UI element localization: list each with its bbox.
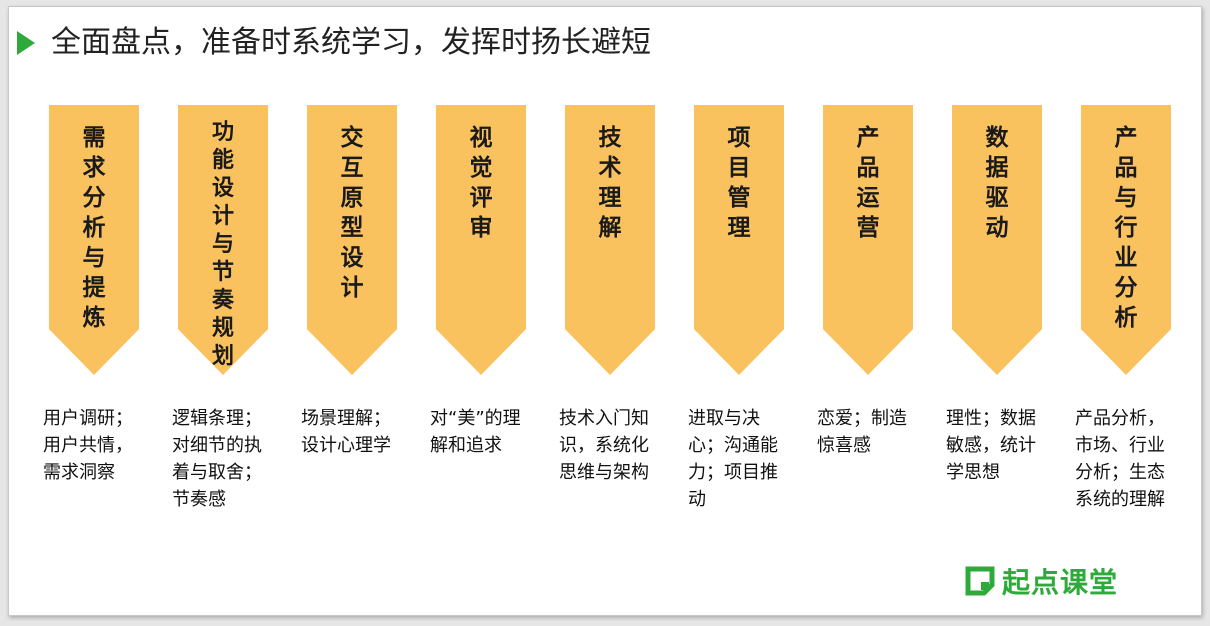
- chevron-shape: 需求分析与提炼: [49, 105, 139, 375]
- brand-logo: 起点课堂: [964, 561, 1118, 601]
- column-description: 场景理解；设计心理学: [301, 408, 391, 456]
- slide: 全面盘点，准备时系统学习，发挥时扬长避短 需求分析与提炼 用户调研；用户共情，需…: [8, 6, 1202, 616]
- chevron-label: 技术理解: [598, 125, 622, 241]
- column-description: 用户调研；用户共情，需求洞察: [43, 408, 133, 483]
- column-description: 技术入门知识，系统化思维与架构: [559, 408, 649, 483]
- title-bullet-triangle-icon: [17, 31, 35, 55]
- column-description: 产品分析，市场、行业分析；生态系统的理解: [1075, 408, 1165, 510]
- column-7: 产品运营 恋爱；制造惊喜感: [817, 105, 923, 456]
- column-5: 技术理解 技术入门知识，系统化思维与架构: [559, 105, 665, 483]
- column-2: 功能设计与节奏规划 逻辑条理；对细节的执着与取舍；节奏感: [172, 105, 278, 510]
- chevron-shape: 产品运营: [823, 105, 913, 375]
- chevron-shape: 数据驱动: [952, 105, 1042, 375]
- column-description: 对“美”的理解和追求: [430, 408, 521, 456]
- column-9: 产品与行业分析 产品分析，市场、行业分析；生态系统的理解: [1075, 105, 1181, 510]
- column-3: 交互原型设计 场景理解；设计心理学: [301, 105, 407, 456]
- chevron-label: 功能设计与节奏规划: [211, 120, 234, 369]
- column-4: 视觉评审 对“美”的理解和追求: [430, 105, 536, 456]
- chevron-shape: 产品与行业分析: [1081, 105, 1171, 375]
- chevron-shape: 功能设计与节奏规划: [178, 105, 268, 375]
- chevron-label: 数据驱动: [985, 125, 1009, 241]
- chevron-label: 产品运营: [856, 125, 880, 241]
- column-6: 项目管理 进取与决心；沟通能力；项目推动: [688, 105, 794, 510]
- column-description: 理性；数据敏感，统计学思想: [946, 408, 1036, 483]
- chevron-label: 产品与行业分析: [1114, 125, 1138, 331]
- chevron-label: 视觉评审: [469, 125, 493, 241]
- chevron-shape: 视觉评审: [436, 105, 526, 375]
- column-description: 进取与决心；沟通能力；项目推动: [688, 408, 778, 510]
- chevron-shape: 交互原型设计: [307, 105, 397, 375]
- chevron-label: 项目管理: [727, 125, 751, 241]
- column-description: 恋爱；制造惊喜感: [817, 408, 907, 456]
- qidian-logo-icon: [964, 565, 996, 597]
- logo-text: 起点课堂: [1002, 566, 1119, 599]
- chevron-shape: 技术理解: [565, 105, 655, 375]
- chevron-shape: 项目管理: [694, 105, 784, 375]
- column-description: 逻辑条理；对细节的执着与取舍；节奏感: [172, 408, 262, 510]
- column-8: 数据驱动 理性；数据敏感，统计学思想: [946, 105, 1052, 483]
- chevron-label: 交互原型设计: [340, 125, 364, 301]
- column-1: 需求分析与提炼 用户调研；用户共情，需求洞察: [43, 105, 149, 483]
- chevron-label: 需求分析与提炼: [82, 125, 106, 331]
- slide-title: 全面盘点，准备时系统学习，发挥时扬长避短: [51, 25, 651, 60]
